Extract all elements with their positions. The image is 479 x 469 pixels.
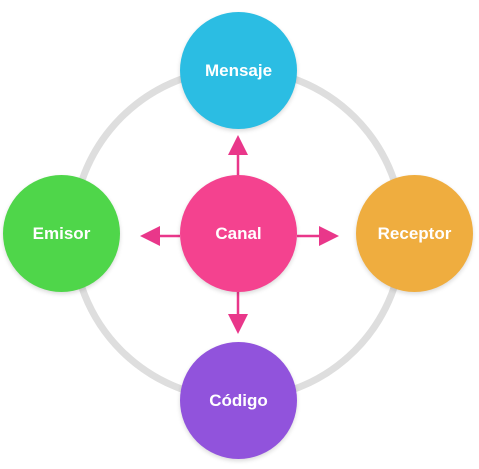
node-codigo: Código [180,342,297,459]
node-codigo-label: Código [209,390,268,410]
node-emisor-label: Emisor [32,223,91,243]
node-receptor: Receptor [356,175,473,292]
node-canal-label: Canal [215,223,262,243]
node-mensaje: Mensaje [180,12,297,129]
node-mensaje-label: Mensaje [204,60,273,80]
node-emisor: Emisor [3,175,120,292]
node-receptor-label: Receptor [377,223,452,243]
node-canal: Canal [180,175,297,292]
